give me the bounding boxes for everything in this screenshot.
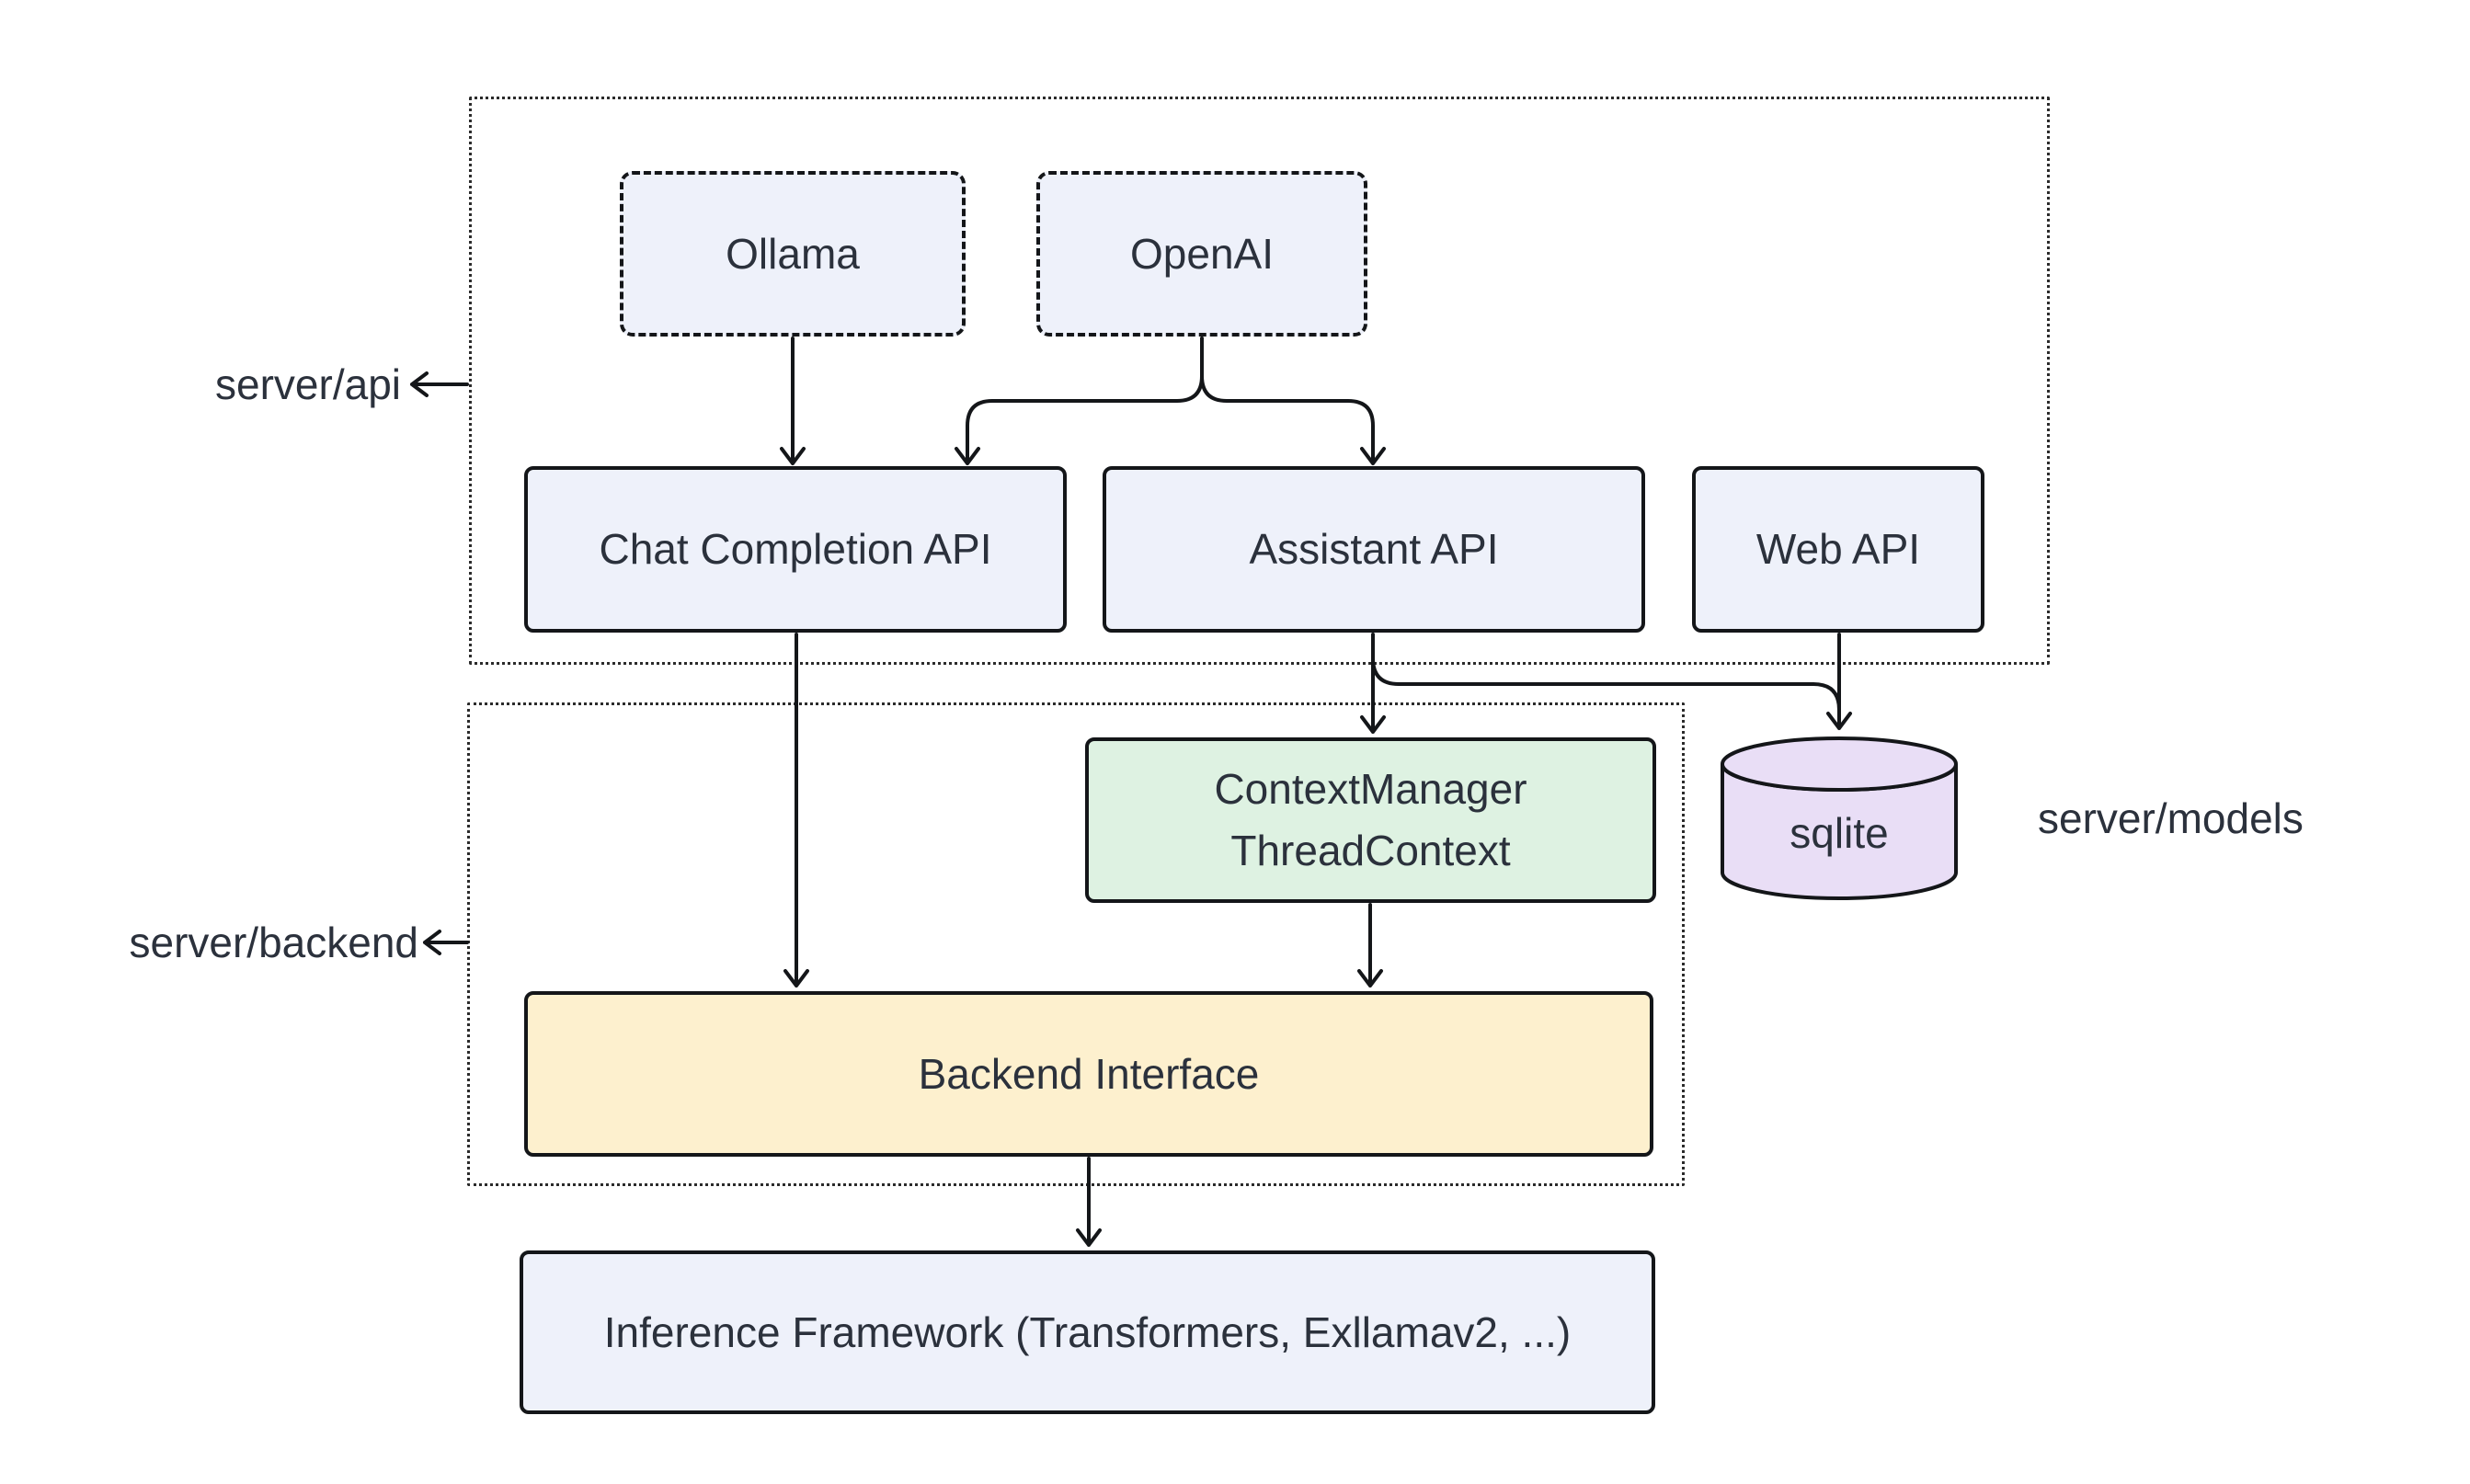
node-web-api: Web API [1692, 466, 1984, 633]
server-backend-label-arrow-icon [423, 930, 469, 955]
database-cylinder-icon [1721, 736, 1958, 900]
node-inference-framework-label: Inference Framework (Transformers, Exlla… [603, 1307, 1572, 1356]
node-openai-label: OpenAI [1130, 229, 1274, 278]
node-context-manager: ContextManager ThreadContext [1085, 737, 1656, 903]
node-context-manager-label: ContextManager ThreadContext [1214, 759, 1527, 881]
node-ollama-label: Ollama [726, 229, 860, 278]
context-manager-line1: ContextManager [1214, 765, 1527, 814]
node-inference-framework: Inference Framework (Transformers, Exlla… [520, 1250, 1655, 1414]
node-assistant-api-label: Assistant API [1249, 525, 1499, 574]
context-manager-line2: ThreadContext [1230, 827, 1511, 874]
node-chat-completion-api-label: Chat Completion API [599, 525, 992, 574]
node-backend-interface: Backend Interface [524, 991, 1653, 1157]
node-web-api-label: Web API [1755, 525, 1921, 574]
server-models-group-label: server/models [2038, 794, 2304, 842]
server-backend-group-label: server/backend [129, 919, 419, 966]
server-api-container [469, 97, 2050, 665]
node-sqlite: sqlite [1719, 733, 1960, 904]
node-chat-completion-api: Chat Completion API [524, 466, 1067, 633]
server-api-label-arrow-icon [410, 371, 469, 397]
node-backend-interface-label: Backend Interface [918, 1049, 1260, 1098]
node-ollama: Ollama [620, 171, 966, 337]
node-openai: OpenAI [1036, 171, 1367, 337]
server-api-group-label: server/api [215, 360, 401, 408]
node-assistant-api: Assistant API [1103, 466, 1645, 633]
node-sqlite-label: sqlite [1790, 809, 1889, 857]
